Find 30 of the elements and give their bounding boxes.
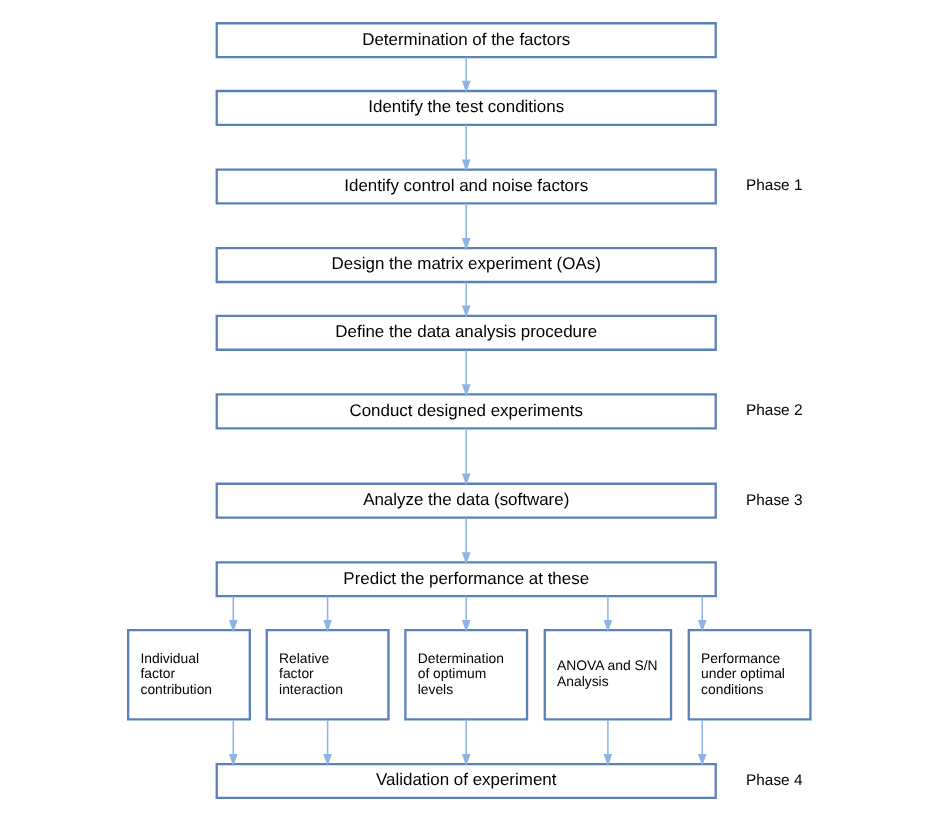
node-box: Identify the test conditions xyxy=(214,89,716,127)
arrow xyxy=(602,595,612,633)
node-box: Conduct designed experiments xyxy=(214,393,716,430)
node-box: Design the matrix experiment (OAs) xyxy=(214,246,716,284)
arrow xyxy=(460,517,470,565)
node-box: Analyze the data (software) xyxy=(214,482,716,519)
arrow xyxy=(696,719,706,767)
node-box: Validation of experiment xyxy=(214,762,716,800)
arrow xyxy=(696,595,706,633)
node-box: Identify control and noise factors xyxy=(214,168,716,205)
node-box: Define the data analysis procedure xyxy=(214,314,716,351)
arrow xyxy=(227,595,237,633)
label: Phase 3 xyxy=(745,490,802,509)
arrow xyxy=(460,427,470,486)
arrow xyxy=(460,595,470,633)
arrow xyxy=(460,56,470,93)
arrow xyxy=(460,719,470,767)
arrow xyxy=(460,281,470,318)
arrow xyxy=(322,719,331,767)
node-box: Predict the performance at these xyxy=(214,561,716,598)
arrow xyxy=(460,349,470,397)
node-box: Determination of the factors xyxy=(214,22,716,59)
arrow xyxy=(460,202,470,251)
arrow xyxy=(602,719,612,767)
label: Phase 2 xyxy=(745,401,802,420)
label: Phase 1 xyxy=(745,176,802,195)
label: Phase 4 xyxy=(745,770,802,789)
arrow xyxy=(227,719,237,767)
arrow xyxy=(460,124,470,172)
arrow xyxy=(322,595,331,633)
